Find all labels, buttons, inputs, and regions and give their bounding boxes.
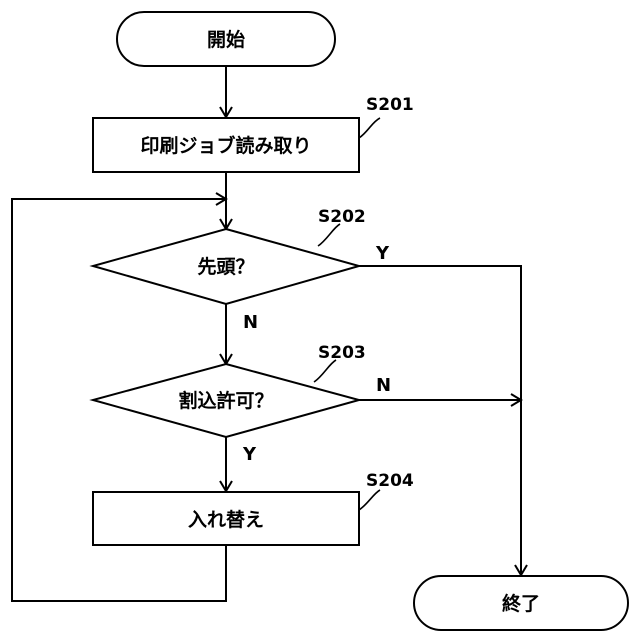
decision-text-s202: 先頭？ [197,255,254,278]
branch-label-s203-no: N [376,375,391,396]
leader-line-s204 [359,490,380,510]
branch-label-s203-yes: Y [242,444,257,465]
end-terminal-label: 終了 [502,592,540,615]
branch-label-s202-no: N [243,312,258,333]
start-terminal-label: 開始 [207,28,245,51]
connector-s202-yes-to-end [359,266,521,575]
process-text-s201: 印刷ジョブ読み取り [140,134,311,157]
step-label-s203: S203 [318,343,366,363]
leader-line-s201 [359,118,380,138]
step-s204: 入れ替え S204 [93,471,414,545]
end-terminal: 終了 [414,576,628,630]
step-label-s204: S204 [366,471,414,491]
step-label-s201: S201 [366,95,414,115]
leader-line-s202 [318,224,340,246]
step-label-s202: S202 [318,207,366,227]
process-text-s204: 入れ替え [188,508,264,531]
start-terminal: 開始 [117,12,335,66]
branch-label-s202-yes: Y [375,243,390,264]
leader-line-s203 [314,360,336,382]
step-s201: 印刷ジョブ読み取り S201 [93,95,414,172]
decision-text-s203: 割込許可？ [178,389,273,412]
